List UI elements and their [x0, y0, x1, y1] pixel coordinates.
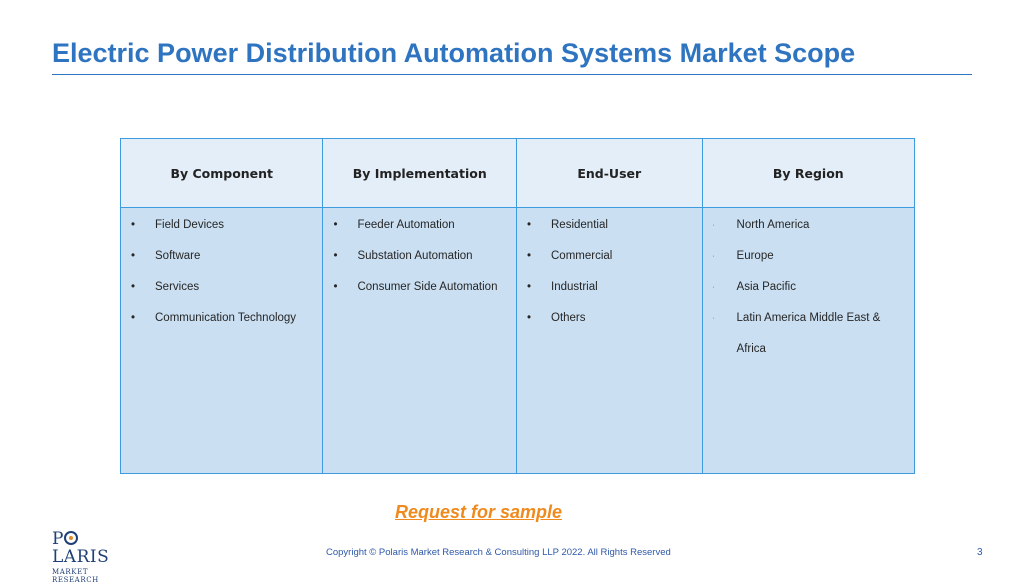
list-item: •Consumer Side Automation [323, 280, 516, 295]
title-divider [52, 74, 972, 75]
list-item: •Commercial [517, 249, 702, 264]
column-by-component: By Component •Field Devices •Software •S… [121, 139, 324, 473]
bullet-icon: • [527, 219, 532, 231]
list-item: •Industrial [517, 280, 702, 295]
column-body: •Feeder Automation •Substation Automatio… [323, 208, 516, 473]
column-header: By Region [702, 139, 914, 208]
column-by-region: By Region ·North America ·Europe ·Asia P… [702, 139, 914, 473]
list-item: •Field Devices [121, 218, 322, 233]
bullet-icon: · [712, 253, 715, 260]
bullet-icon: · [712, 284, 715, 291]
column-header: By Implementation [323, 139, 516, 208]
list-item: ·Europe [703, 249, 914, 264]
list-item: •Others [517, 311, 702, 326]
bullet-icon: • [131, 219, 136, 231]
column-body: •Field Devices •Software •Services •Comm… [121, 208, 323, 473]
bullet-icon: • [527, 281, 532, 293]
page-number: 3 [977, 547, 983, 558]
logo-subtitle: MARKET RESEARCH [52, 568, 99, 584]
list-item: •Substation Automation [323, 249, 516, 264]
bullet-icon: • [333, 219, 338, 231]
column-end-user: End-User •Residential •Commercial •Indus… [517, 139, 703, 473]
column-header: By Component [121, 139, 323, 208]
bullet-icon: · [712, 222, 715, 229]
bullet-icon: • [333, 281, 338, 293]
list-item: •Communication Technology [121, 311, 322, 326]
bullet-icon: • [333, 250, 338, 262]
list-item: ·North America [703, 218, 914, 233]
list-item: •Residential [517, 218, 702, 233]
copyright-footer: Copyright © Polaris Market Research & Co… [326, 547, 671, 558]
column-body: •Residential •Commercial •Industrial •Ot… [517, 208, 702, 473]
column-by-implementation: By Implementation •Feeder Automation •Su… [323, 139, 517, 473]
logo-wordmark: PLARIS [52, 529, 110, 567]
column-header: End-User [517, 139, 702, 208]
request-sample-link[interactable]: Request for sample [395, 502, 563, 522]
bullet-icon: • [527, 250, 532, 262]
compass-star-icon [63, 531, 78, 545]
market-scope-table: By Component •Field Devices •Software •S… [120, 138, 915, 474]
list-item: •Feeder Automation [323, 218, 516, 233]
bullet-icon: • [131, 250, 136, 262]
list-item: ·Asia Pacific [703, 280, 914, 295]
list-item: •Software [121, 249, 322, 264]
list-item: •Services [121, 280, 322, 295]
bullet-icon: · [712, 315, 715, 322]
list-item: ·Latin America Middle East & Africa [703, 311, 914, 365]
bullet-icon: • [131, 281, 136, 293]
page-title: Electric Power Distribution Automation S… [52, 38, 856, 68]
polaris-logo: PLARIS MARKET RESEARCH [52, 529, 132, 584]
column-body: ·North America ·Europe ·Asia Pacific ·La… [702, 208, 914, 473]
bullet-icon: • [131, 312, 136, 324]
bullet-icon: • [527, 312, 532, 324]
